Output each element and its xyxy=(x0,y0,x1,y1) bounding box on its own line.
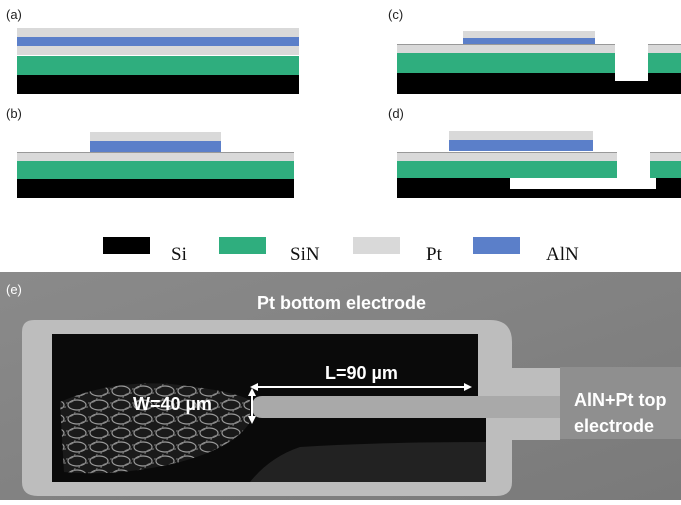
panel-label-a: (a) xyxy=(6,7,22,22)
pt-top-layer xyxy=(449,131,593,140)
length-arrow-head-right xyxy=(464,383,472,391)
sin-layer-right xyxy=(648,53,681,73)
sin-layer xyxy=(17,56,299,75)
pt-bottom-layer-right xyxy=(648,44,681,53)
sin-layer xyxy=(397,161,617,178)
cavity-mesh xyxy=(60,383,250,474)
panel-label-b: (b) xyxy=(6,106,22,121)
legend-sin-label: SiN xyxy=(290,244,320,265)
aln-layer xyxy=(90,141,221,152)
width-arrow-head-bottom xyxy=(248,416,256,424)
panel-label-d: (d) xyxy=(388,106,404,121)
pt-bottom-layer xyxy=(17,46,299,55)
top-electrode-label-line1: AlN+Pt top xyxy=(574,390,667,410)
released-cavity xyxy=(510,178,656,189)
legend-si-label: Si xyxy=(171,244,187,265)
pt-top-layer xyxy=(17,28,299,37)
aln-layer xyxy=(463,38,595,45)
cantilever-beam xyxy=(252,396,478,418)
beam-connection xyxy=(478,396,560,418)
top-electrode-label-line2: electrode xyxy=(574,416,655,436)
si-substrate xyxy=(397,73,681,94)
sin-layer xyxy=(397,53,615,73)
panel-label-c: (c) xyxy=(388,7,404,22)
pt-bottom-layer xyxy=(397,152,617,161)
aln-layer xyxy=(449,140,593,151)
sin-layer-right xyxy=(650,161,681,178)
pt-top-layer xyxy=(90,132,221,141)
legend-aln-label: AlN xyxy=(546,244,579,265)
bottom-electrode-label: Pt bottom electrode xyxy=(257,293,427,313)
panel-label-e: (e) xyxy=(6,282,22,297)
etch-opening xyxy=(615,73,648,81)
width-label: W=40 µm xyxy=(133,394,212,414)
legend-si-swatch xyxy=(103,237,150,254)
width-arrow-head-top xyxy=(248,388,256,396)
legend-pt-label: Pt xyxy=(426,244,442,265)
cavity-floor xyxy=(250,442,486,482)
pt-bottom-layer xyxy=(17,152,294,161)
sem-illustration xyxy=(0,272,681,500)
si-substrate xyxy=(17,179,294,198)
length-arrow-head-left xyxy=(250,383,258,391)
legend-pt-swatch xyxy=(353,237,400,254)
length-label: L=90 µm xyxy=(325,363,398,383)
sem-image: (e) Pt bottom electrode L=90 µm W=40 µm … xyxy=(0,272,681,500)
top-electrode-region xyxy=(560,367,681,439)
pt-bottom-layer xyxy=(397,44,615,53)
aln-layer xyxy=(17,37,299,46)
sin-layer xyxy=(17,161,294,179)
legend-sin-swatch xyxy=(219,237,266,254)
pt-bottom-layer-right xyxy=(650,152,681,161)
pt-top-layer xyxy=(463,31,595,38)
legend-aln-swatch xyxy=(473,237,520,254)
si-substrate xyxy=(17,75,299,94)
